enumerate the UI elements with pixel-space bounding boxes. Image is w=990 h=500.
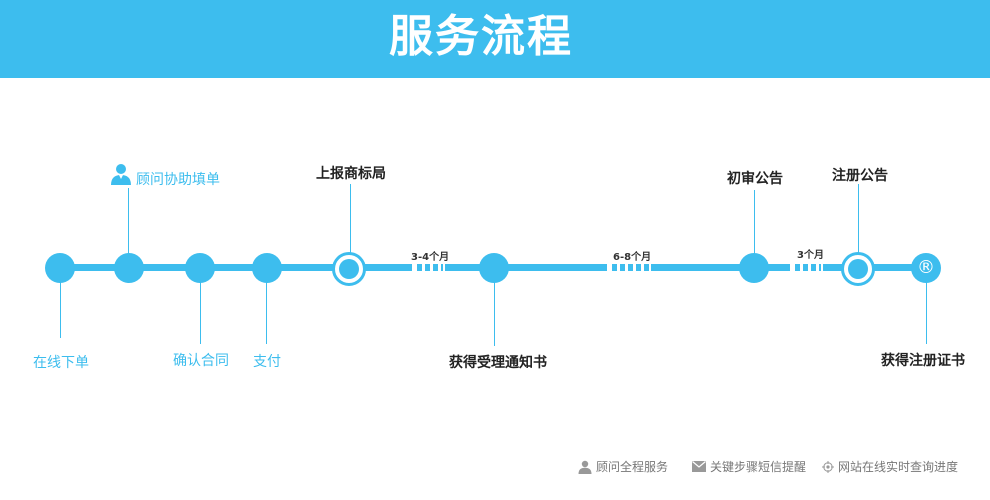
locate-icon <box>822 460 834 473</box>
footer-text: 网站在线实时查询进度 <box>838 460 959 474</box>
connector-line <box>926 280 927 344</box>
connector-line <box>128 188 129 258</box>
step-label: 确认合同 <box>173 353 229 369</box>
connector-line <box>494 280 495 346</box>
footer-item-sms: 关键步骤短信提醒 <box>692 458 806 475</box>
step-label: 注册公告 <box>832 168 888 184</box>
footer-item-consultant: 顾问全程服务 <box>578 458 668 475</box>
step-label: 获得受理通知书 <box>449 355 547 371</box>
connector-line <box>200 280 201 344</box>
connector-line <box>266 280 267 344</box>
footer-text: 关键步骤短信提醒 <box>710 460 807 474</box>
envelope-icon <box>692 461 706 472</box>
step-node-certificate: ® <box>911 253 941 283</box>
step-node-registration-announcement <box>841 252 875 286</box>
step-label: 在线下单 <box>33 355 89 371</box>
step-node-submit-office <box>332 252 366 286</box>
step-label: 顾问协助填单 <box>136 172 220 188</box>
footer-item-query: 网站在线实时查询进度 <box>822 458 958 475</box>
timeline-dashes <box>795 264 821 271</box>
duration-label: 3个月 <box>797 250 824 261</box>
header-banner: 服务流程 <box>0 0 990 78</box>
step-node-payment <box>252 253 282 283</box>
step-node-consultant-fill <box>114 253 144 283</box>
step-node-online-order <box>45 253 75 283</box>
footer-text: 顾问全程服务 <box>596 460 669 474</box>
duration-label: 3-4个月 <box>411 252 450 263</box>
connector-line <box>754 190 755 256</box>
page-title: 服务流程 <box>389 11 573 62</box>
registered-icon: ® <box>917 257 935 278</box>
timeline-dashes <box>417 264 443 271</box>
duration-label: 6-8个月 <box>613 252 652 263</box>
connector-line <box>350 184 351 254</box>
person-icon <box>111 164 131 185</box>
timeline-dashes <box>612 264 649 271</box>
step-node-acceptance-notice <box>479 253 509 283</box>
step-node-initial-announcement <box>739 253 769 283</box>
step-label: 上报商标局 <box>316 166 386 182</box>
step-label: 初审公告 <box>727 171 783 187</box>
connector-line <box>858 184 859 254</box>
person-icon <box>578 460 592 474</box>
step-node-confirm-contract <box>185 253 215 283</box>
connector-line <box>60 280 61 338</box>
step-label: 获得注册证书 <box>881 353 965 369</box>
step-label: 支付 <box>253 354 281 370</box>
